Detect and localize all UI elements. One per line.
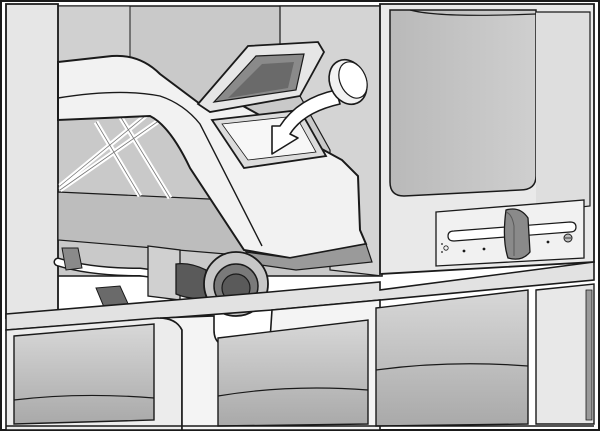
dispenser-housing	[57, 54, 368, 260]
door-window	[389, 9, 537, 197]
door-handle-ridge	[535, 11, 591, 213]
slider-knob-icon[interactable]	[503, 208, 531, 260]
compartment-lid-inner	[228, 62, 294, 98]
rack-wire-1-outline	[59, 111, 171, 199]
left-clip	[61, 247, 83, 271]
drawer-bin-left	[13, 323, 155, 425]
screw-icon	[563, 233, 573, 243]
insertion-arrow-icon	[271, 89, 341, 155]
drawer-bin-far-right-inner	[585, 289, 593, 421]
drawer-bin-center	[217, 319, 369, 427]
drawer-bin-left-curve	[13, 394, 155, 401]
light-sensor-icon	[441, 243, 449, 253]
slider-dot-1	[462, 249, 466, 253]
cap-icon	[328, 58, 368, 106]
dispenser-housing-edge	[57, 91, 263, 247]
slider-dot-3	[546, 240, 550, 244]
drawer-bin-center-curve	[217, 387, 369, 397]
door-window-top-curve	[409, 9, 537, 16]
left-side-panel	[5, 3, 59, 320]
drawer-bin-far-right	[535, 283, 595, 425]
slider-dot-2	[482, 247, 486, 251]
drawer-bin-right	[375, 289, 529, 427]
drawer-bin-right-curve	[375, 363, 529, 371]
